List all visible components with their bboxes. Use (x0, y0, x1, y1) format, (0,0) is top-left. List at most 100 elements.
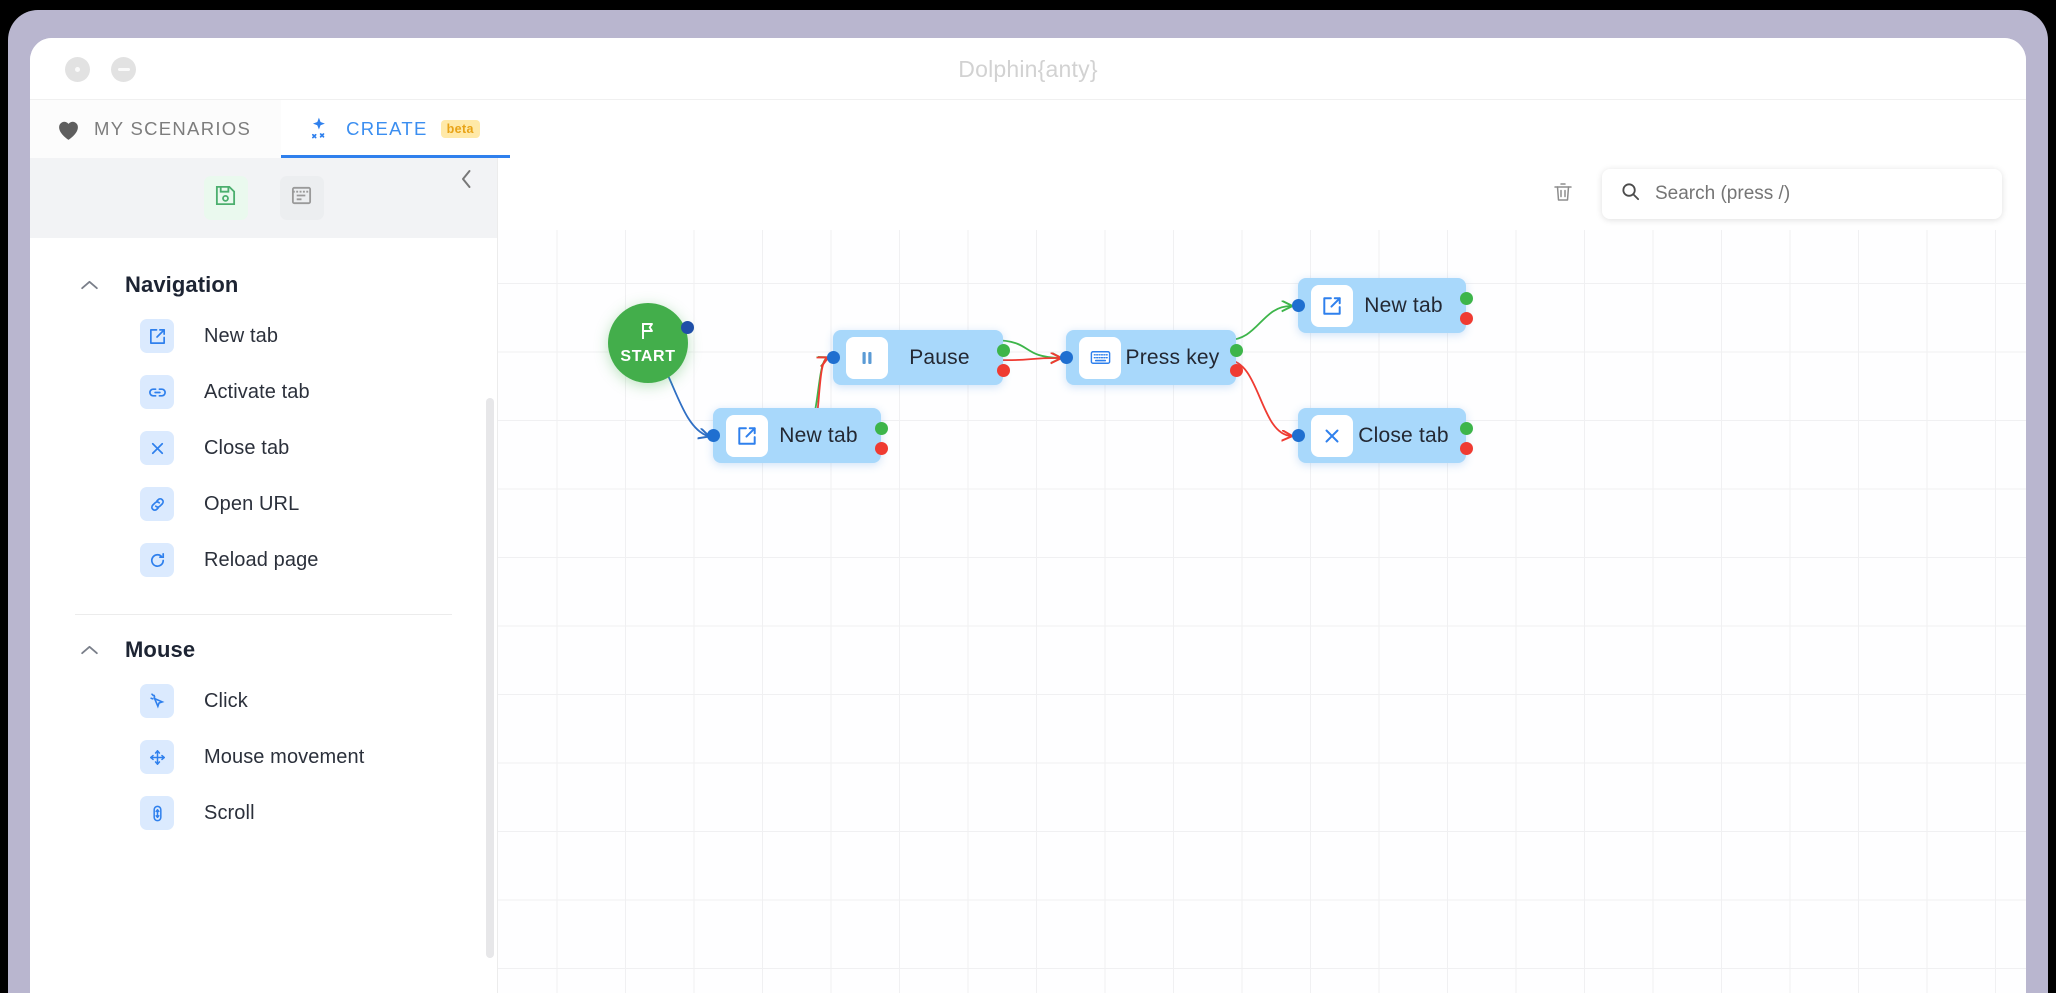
section-mouse: Mouse Click Mouse moveme (30, 615, 497, 841)
save-disk-icon (214, 184, 237, 212)
node-label: Close tab (1358, 423, 1449, 447)
success-port[interactable] (874, 421, 888, 435)
scenario-canvas[interactable]: START New tab (498, 158, 2026, 993)
section-title: Navigation (125, 272, 239, 297)
error-port[interactable] (1459, 442, 1473, 456)
action-label: Close tab (204, 436, 290, 459)
action-new-tab[interactable]: New tab (30, 308, 497, 364)
section-navigation-header[interactable]: Navigation (30, 250, 497, 308)
error-port[interactable] (996, 364, 1010, 378)
flow-node-close-tab[interactable]: Close tab (1291, 408, 1473, 463)
flow-node-press-key[interactable]: Press key (1059, 330, 1243, 385)
tab-label: MY SCENARIOS (94, 118, 252, 139)
save-scenario-button[interactable] (203, 176, 248, 220)
external-link-icon (726, 414, 768, 457)
action-open-url[interactable]: Open URL (30, 476, 497, 532)
sidebar-toolbar (30, 158, 497, 238)
edge-pauseerr-presskey (993, 358, 1060, 360)
tab-my-scenarios[interactable]: MY SCENARIOS (30, 100, 282, 158)
scroll-vertical-icon (140, 796, 174, 830)
trash-icon (1551, 180, 1575, 209)
external-link-icon (140, 319, 174, 353)
panel-icon (290, 184, 313, 212)
section-mouse-header[interactable]: Mouse (30, 615, 497, 673)
input-port[interactable] (706, 429, 720, 442)
window-minimize-button[interactable] (111, 57, 136, 82)
action-label: Open URL (204, 492, 300, 515)
input-port[interactable] (1291, 299, 1305, 312)
section-title: Mouse (125, 637, 196, 662)
beta-badge: beta (440, 120, 480, 138)
input-port[interactable] (1291, 429, 1305, 442)
action-label: New tab (204, 324, 279, 347)
close-x-icon (140, 431, 174, 465)
flag-icon (637, 320, 659, 347)
action-label: Click (204, 689, 248, 712)
action-label: Scroll (204, 801, 255, 824)
start-node[interactable]: START (608, 303, 694, 383)
success-port[interactable] (996, 343, 1010, 357)
sparkle-icon (307, 116, 333, 142)
flow-node-new-tab-1[interactable]: New tab (706, 408, 888, 463)
heart-icon (56, 118, 81, 141)
success-port[interactable] (1459, 421, 1473, 435)
search-icon (1620, 181, 1641, 207)
chevron-left-icon (458, 168, 475, 195)
tab-create[interactable]: CREATE beta (281, 100, 510, 158)
edge-pauseok-presskey (993, 339, 1060, 358)
node-label: Press key (1125, 345, 1220, 369)
chevron-up-icon (80, 277, 99, 294)
error-port[interactable] (874, 442, 888, 456)
start-output-port[interactable] (681, 321, 694, 334)
delete-button[interactable] (1546, 177, 1580, 211)
canvas-toolbar (498, 158, 2026, 230)
sidebar-scroll-area[interactable]: Navigation New tab Activ (30, 238, 497, 993)
refresh-icon (140, 543, 174, 577)
action-mouse-movement[interactable]: Mouse movement (30, 729, 497, 785)
cursor-click-icon (140, 684, 174, 718)
action-label: Reload page (204, 548, 319, 571)
sidebar-scrollbar[interactable] (486, 398, 494, 958)
link-dash-icon (140, 375, 174, 409)
success-port[interactable] (1229, 343, 1243, 357)
window-close-button[interactable] (65, 57, 90, 82)
start-label: START (620, 348, 676, 365)
search-input[interactable] (1655, 183, 1984, 205)
error-port[interactable] (1229, 364, 1243, 378)
external-link-icon (1311, 284, 1353, 327)
action-label: Activate tab (204, 380, 310, 403)
scenario-properties-button[interactable] (279, 176, 324, 220)
flow-node-pause[interactable]: Pause (826, 330, 1010, 385)
tab-strip: MY SCENARIOS CREATE beta (30, 100, 2026, 158)
search-box[interactable] (1602, 169, 2002, 219)
desktop-frame: Dolphin{anty} MY SCENARIOS CREATE (8, 10, 2048, 993)
error-port[interactable] (1459, 312, 1473, 326)
action-close-tab[interactable]: Close tab (30, 420, 497, 476)
arrows-move-icon (140, 740, 174, 774)
input-port[interactable] (826, 351, 840, 364)
edge-presskeyerr-closetab (1227, 359, 1291, 436)
chain-link-icon (140, 487, 174, 521)
window-title: Dolphin{anty} (958, 56, 1098, 82)
action-activate-tab[interactable]: Activate tab (30, 364, 497, 420)
chevron-up-icon (80, 642, 99, 659)
close-x-icon (1311, 414, 1353, 457)
flow-edges (639, 158, 2026, 453)
sidebar-collapse-button[interactable] (451, 166, 481, 196)
node-label: Pause (909, 345, 970, 369)
action-scroll[interactable]: Scroll (30, 785, 497, 841)
action-reload-page[interactable]: Reload page (30, 532, 497, 588)
action-label: Mouse movement (204, 745, 365, 768)
success-port[interactable] (1459, 291, 1473, 305)
edge-presskeyok-newtab (1227, 306, 1291, 341)
keyboard-icon (1079, 336, 1121, 379)
tab-label: CREATE (346, 118, 428, 139)
actions-sidebar: Navigation New tab Activ (30, 158, 498, 993)
section-navigation: Navigation New tab Activ (30, 250, 497, 588)
flow-node-new-tab-2[interactable]: New tab (1291, 278, 1473, 333)
sidebar-divider (75, 614, 452, 615)
action-click[interactable]: Click (30, 673, 497, 729)
node-label: New tab (779, 423, 858, 447)
input-port[interactable] (1059, 351, 1073, 364)
app-body: Navigation New tab Activ (30, 158, 2026, 993)
